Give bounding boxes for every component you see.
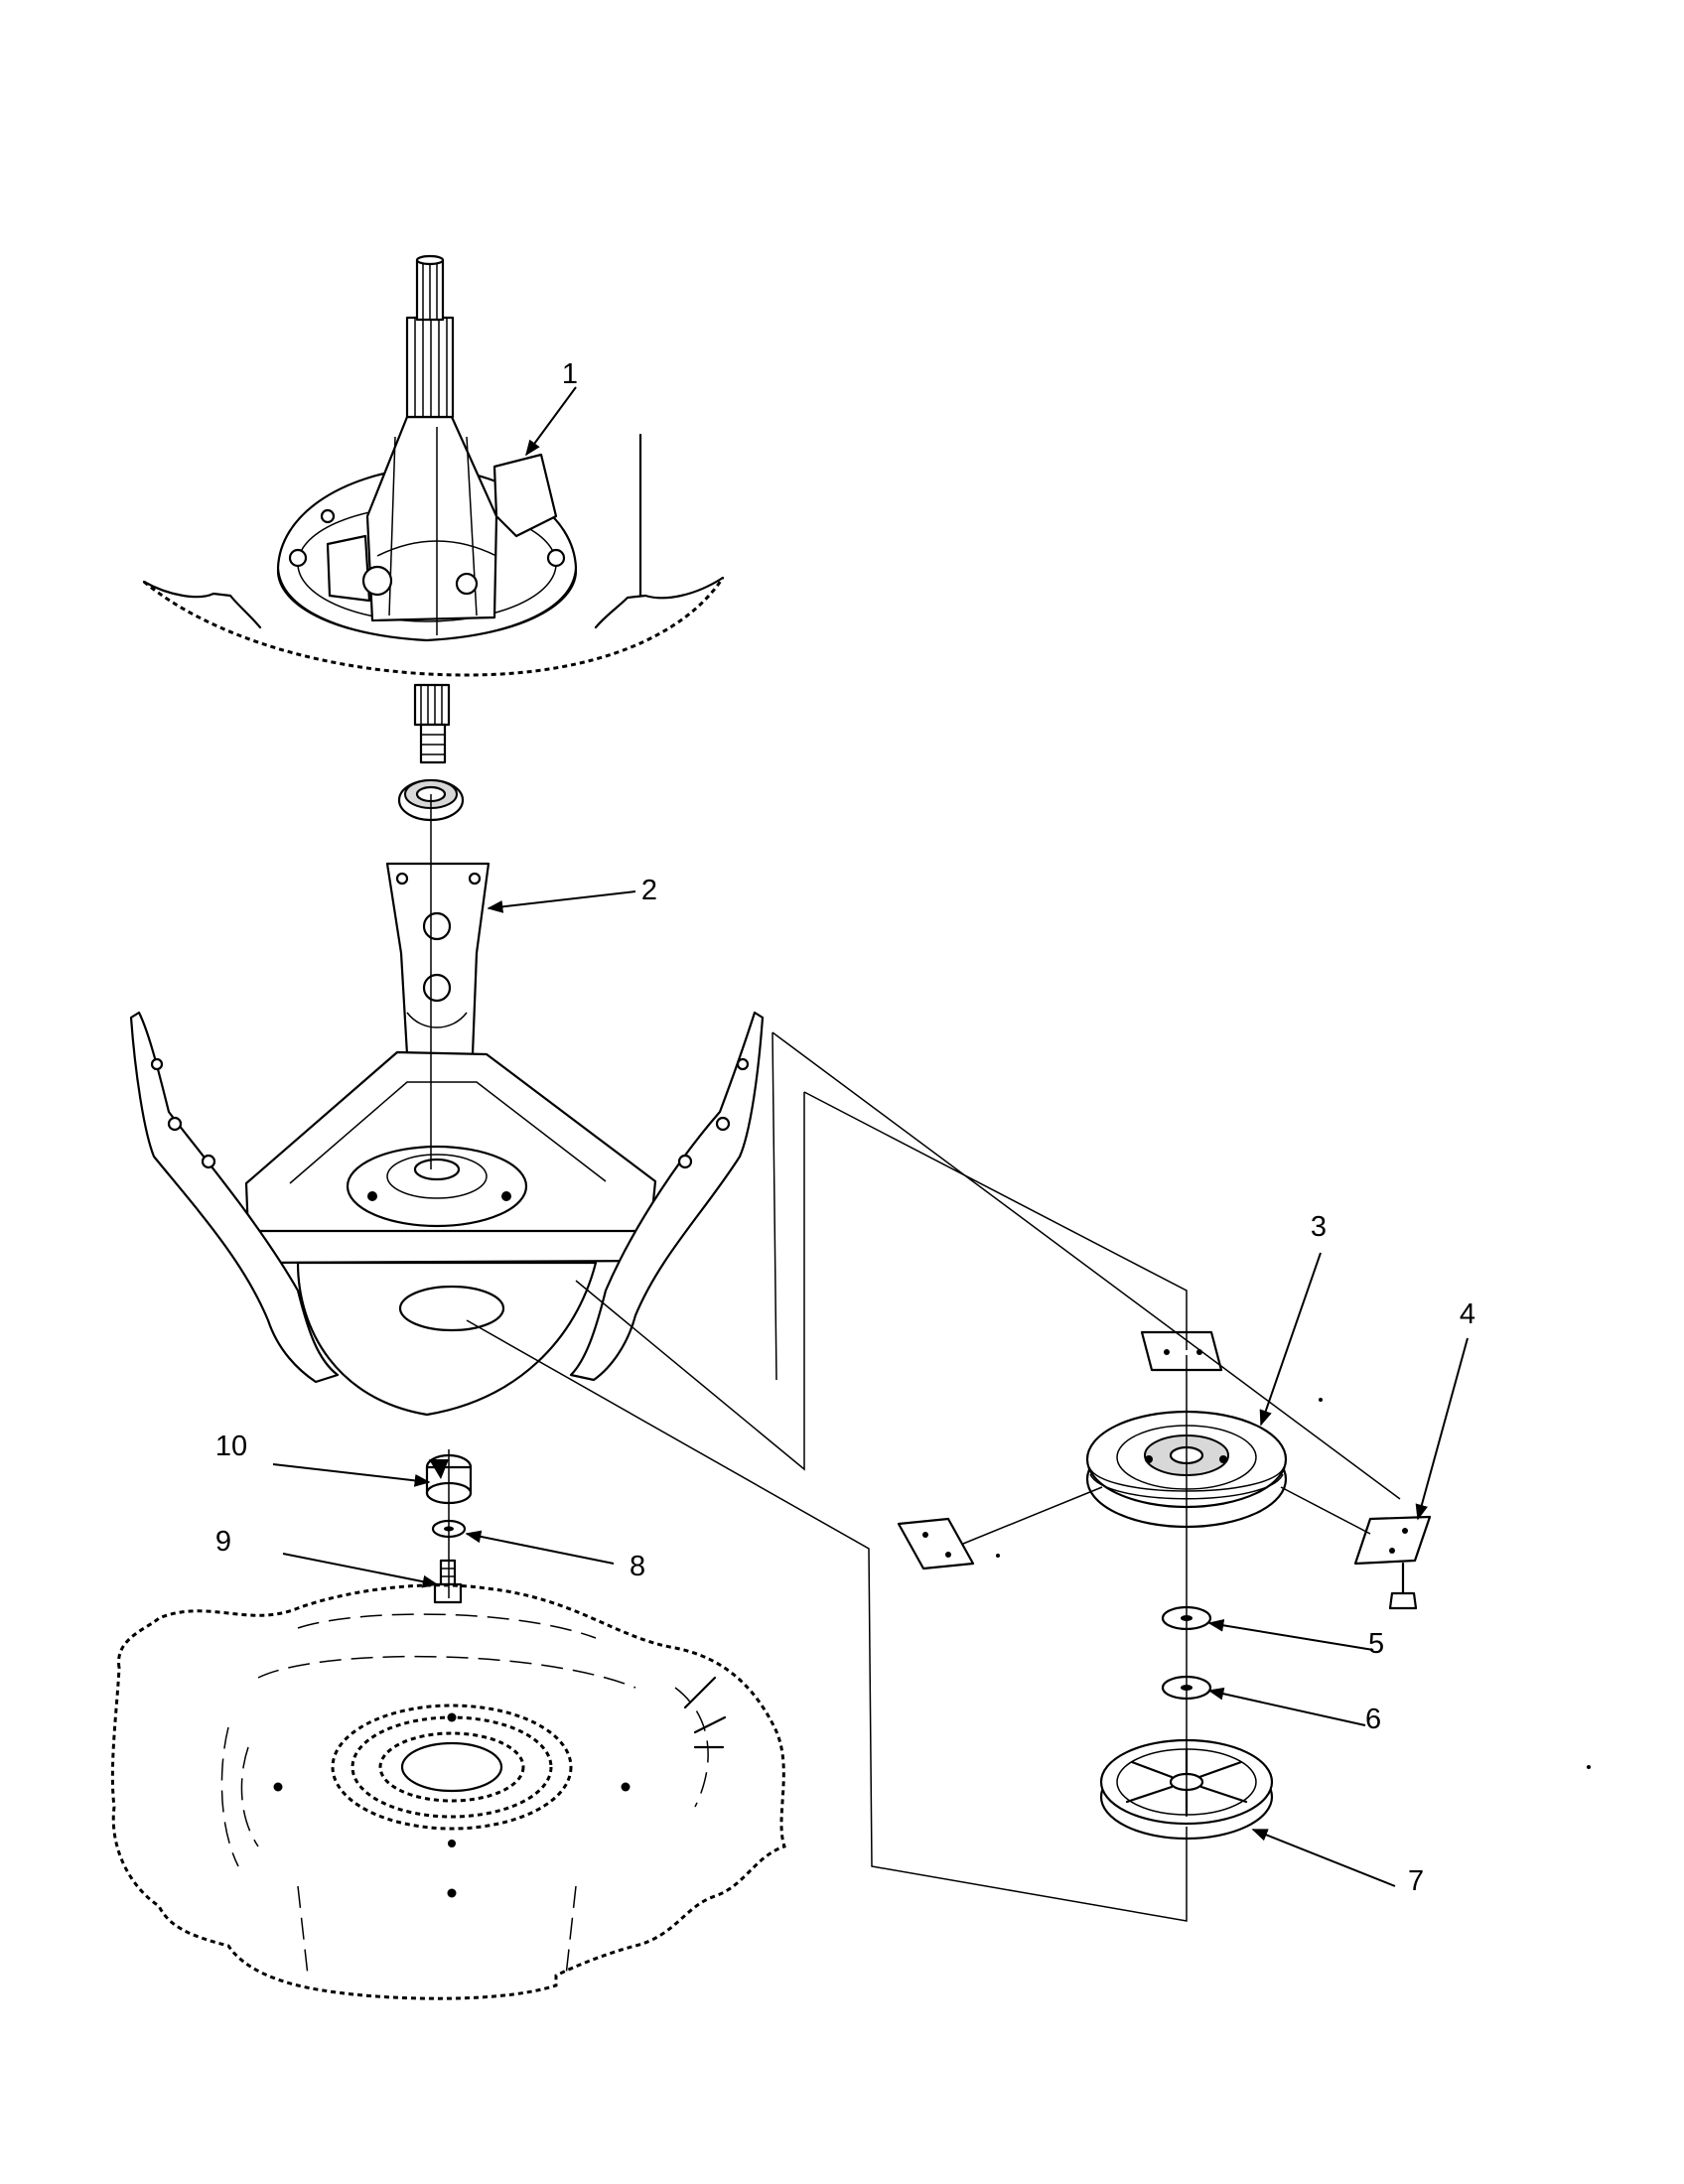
callout-2: 2	[641, 875, 657, 906]
callout-5: 5	[1368, 1628, 1384, 1660]
callout-9: 9	[215, 1526, 231, 1558]
mounting-base	[129, 862, 765, 1417]
callout-1: 1	[562, 358, 578, 390]
callout-4: 4	[1460, 1298, 1475, 1330]
transmission-assembly	[142, 254, 725, 764]
callout-8: 8	[630, 1551, 645, 1582]
outer-tub	[110, 1583, 786, 2000]
assembly-lines	[430, 794, 1401, 1922]
callouts: 1 2 3 4 5 6 7 8 9 10	[215, 358, 1475, 1897]
scan-dot	[1587, 1765, 1591, 1769]
mount-pad-top	[1140, 1330, 1223, 1372]
leader-lines	[272, 386, 1469, 1887]
callout-3: 3	[1311, 1211, 1327, 1243]
scan-dot	[996, 1554, 1000, 1558]
callout-10: 10	[215, 1431, 247, 1462]
callout-6: 6	[1365, 1704, 1381, 1735]
mount-pad-right	[1353, 1515, 1432, 1610]
scan-dot	[1319, 1398, 1323, 1402]
bolt	[433, 1559, 463, 1604]
mount-pad-left	[897, 1517, 975, 1570]
callout-7: 7	[1408, 1865, 1424, 1897]
